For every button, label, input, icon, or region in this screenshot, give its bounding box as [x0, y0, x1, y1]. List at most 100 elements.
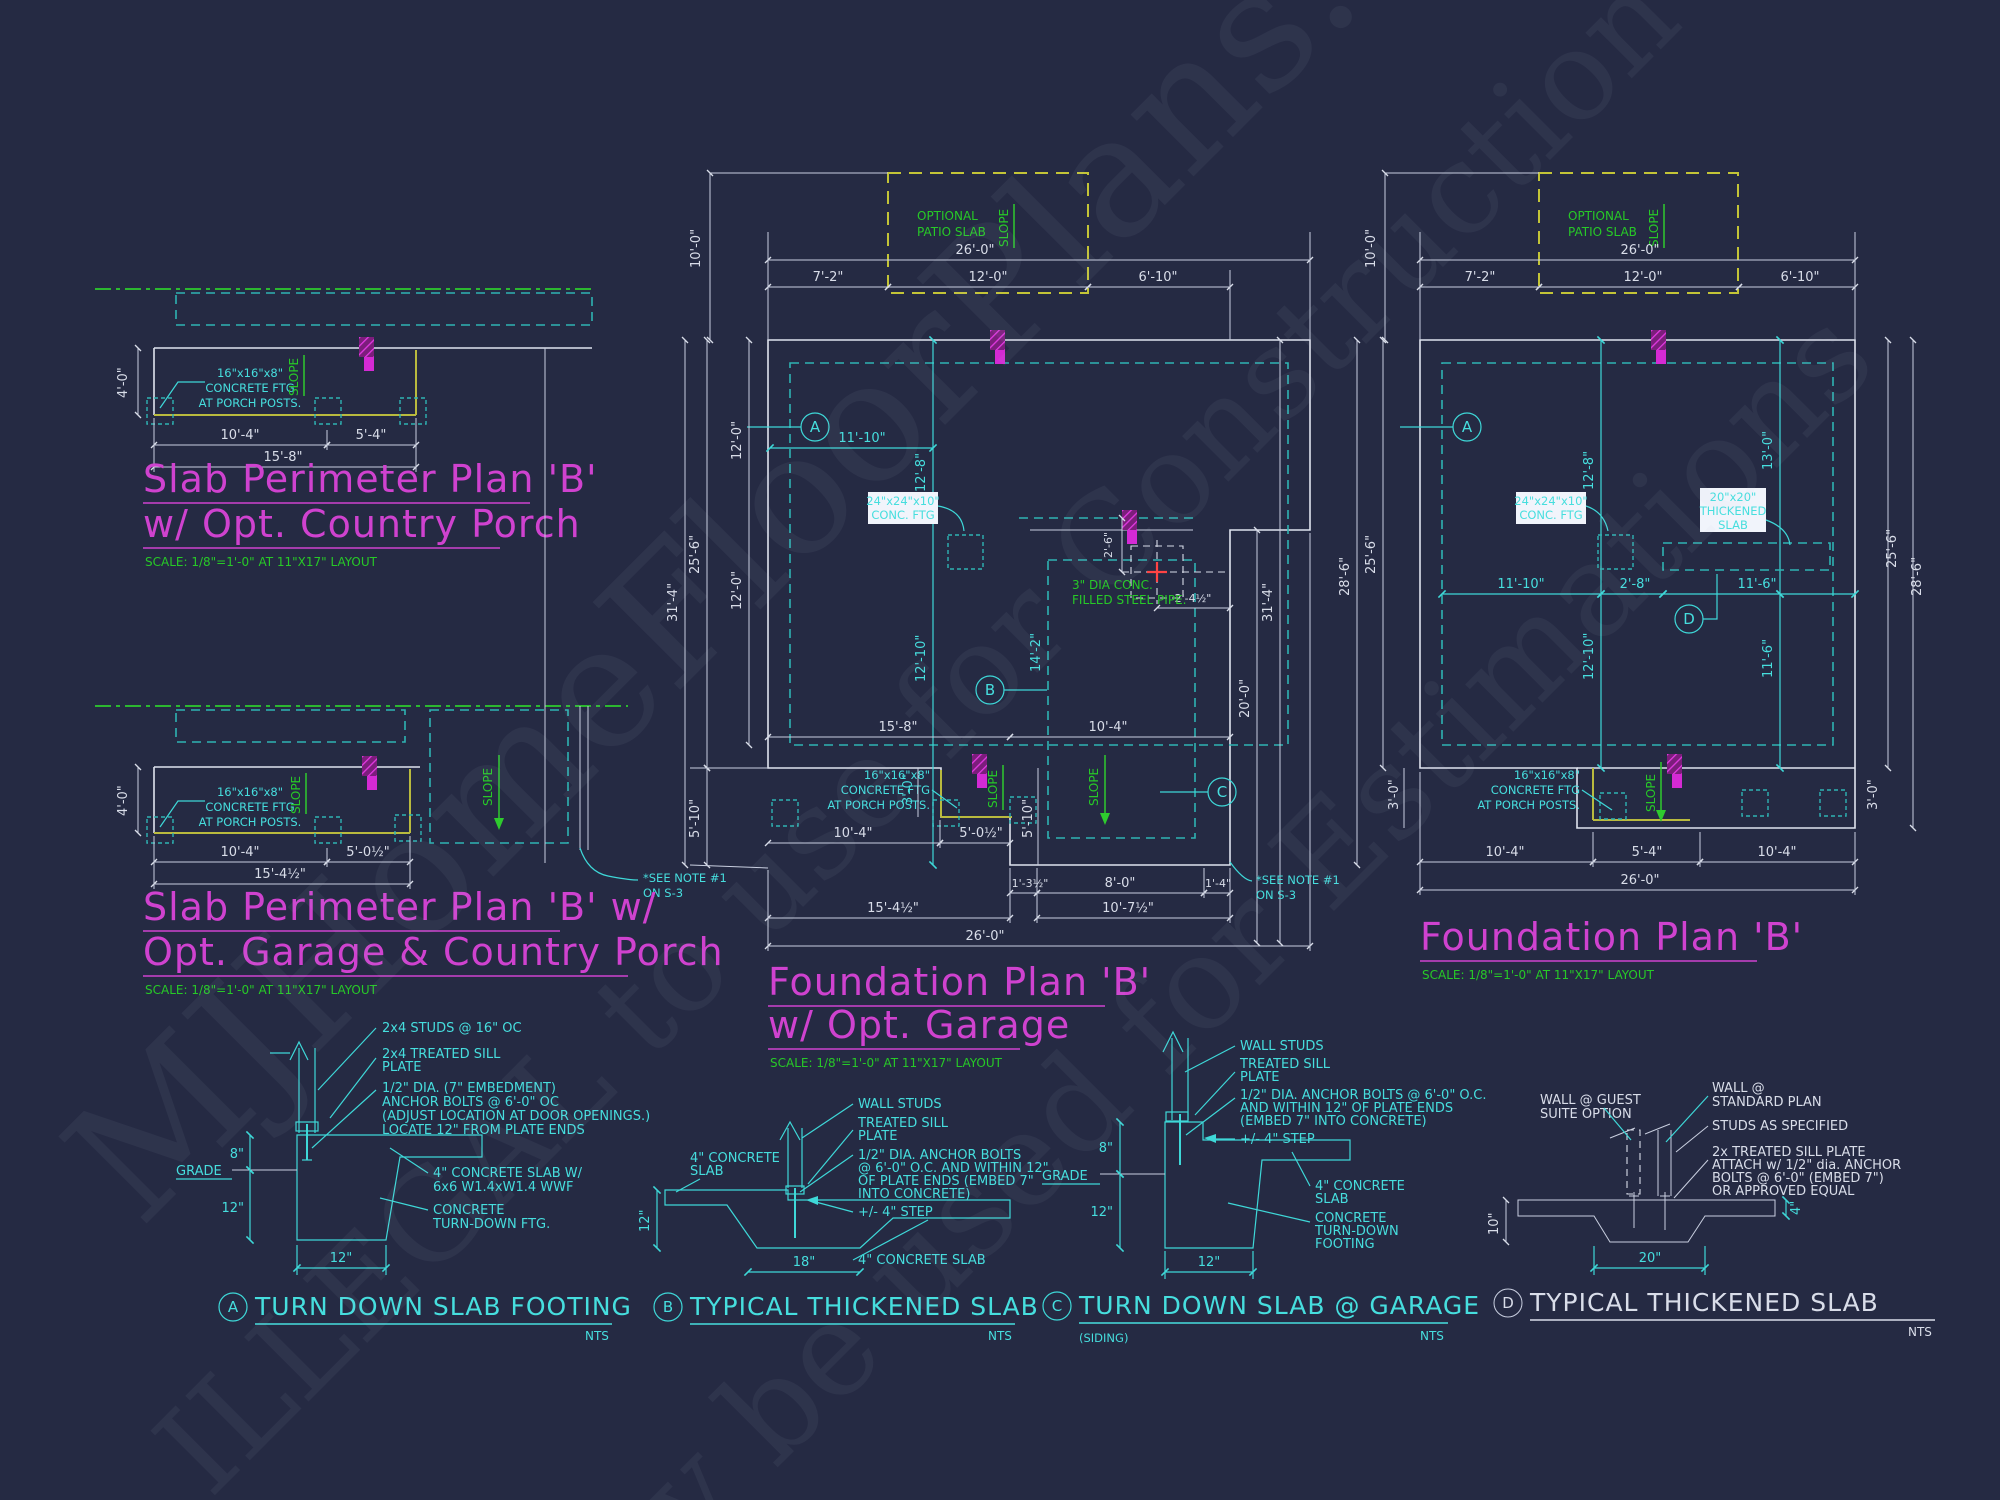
dim: 1'-3½": [1012, 877, 1049, 890]
detail-label: 4" CONCRETE SLAB W/: [433, 1166, 583, 1181]
dim: 26'-0": [965, 929, 1004, 944]
detail-label: @ 6'-0" O.C. AND WITHIN 12": [858, 1161, 1049, 1176]
detail-label: TREATED SILL: [1239, 1057, 1331, 1072]
ref-bubble-a: A: [1462, 418, 1473, 436]
thickened-slab-note: 20"x20": [1710, 490, 1757, 504]
dim: 10'-4": [833, 826, 872, 841]
see-note: *SEE NOTE #1: [1256, 873, 1340, 887]
svg-text:CONCRETE FTG: CONCRETE FTG: [841, 783, 930, 797]
detail-label: WALL @ GUEST: [1540, 1093, 1641, 1108]
dim: 12'-10": [914, 635, 929, 682]
slope-label: SLOPE: [481, 768, 495, 806]
dim: 28'-6": [1910, 557, 1925, 596]
dim: 10'-4": [220, 428, 259, 443]
dim: 4'-0": [116, 367, 131, 398]
dim: 11'-6": [1761, 639, 1776, 678]
detail-label: WALL STUDS: [1240, 1039, 1324, 1054]
svg-text:THICKENED: THICKENED: [1699, 504, 1767, 518]
nts-label: NTS: [1908, 1325, 1932, 1339]
nts-label: NTS: [988, 1329, 1012, 1343]
section-cut-marker: [359, 337, 374, 371]
conc-ftg-note: 24"x24"x10": [866, 494, 939, 508]
dim: 8'-0": [1105, 876, 1136, 891]
dim: 6'-10": [1138, 270, 1177, 285]
svg-text:SLAB: SLAB: [1718, 518, 1748, 532]
detail-label: PLATE: [858, 1129, 897, 1144]
ref-bubble-a: A: [810, 418, 821, 436]
dim: 5'-10": [1021, 799, 1036, 838]
detail-label: WALL @: [1712, 1081, 1765, 1096]
dim: 3'-0": [901, 774, 916, 805]
svg-text:AT PORCH POSTS.: AT PORCH POSTS.: [1477, 798, 1580, 812]
plan-foundation-garage: OPTIONAL PATIO SLAB SLOPE A B C 11'-10" …: [544, 169, 1340, 1070]
dim: 10'-0": [1364, 229, 1379, 268]
svg-text:CONC. FTG: CONC. FTG: [871, 508, 934, 522]
detail-label: 2x4 STUDS @ 16" OC: [382, 1021, 522, 1036]
detail-label: 2x4 TREATED SILL: [382, 1047, 501, 1062]
detail-ref: B: [663, 1298, 673, 1316]
detail-label: CONCRETE: [433, 1203, 505, 1218]
detail-label: (ADJUST LOCATION AT DOOR OPENINGS.): [382, 1109, 650, 1124]
svg-text:FILLED STEEL PIPE.: FILLED STEEL PIPE.: [1072, 593, 1186, 607]
detail-label: (EMBED 7" INTO CONCRETE): [1240, 1114, 1427, 1129]
grade-label: GRADE: [176, 1164, 222, 1179]
detail-label: 1/2" DIA. ANCHOR BOLTS: [858, 1148, 1021, 1163]
plan-title: Foundation Plan 'B': [768, 960, 1151, 1004]
dim: 13'-0": [1761, 431, 1776, 470]
plan-title: Slab Perimeter Plan 'B' w/: [143, 885, 657, 929]
slope-label: SLOPE: [1087, 768, 1101, 806]
detail-title: TURN DOWN SLAB FOOTING: [254, 1292, 632, 1321]
scale-note: SCALE: 1/8"=1'-0" AT 11"X17" LAYOUT: [1422, 968, 1655, 982]
see-note: *SEE NOTE #1: [643, 871, 727, 885]
dim: 12": [1198, 1255, 1221, 1270]
dim: 3'-0": [1866, 779, 1881, 810]
dim: 12'-0": [730, 571, 745, 610]
slope-label: SLOPE: [1644, 774, 1658, 812]
scale-note: SCALE: 1/8"=1'-0" AT 11"X17" LAYOUT: [145, 983, 378, 997]
dim: 12'-0": [1623, 270, 1662, 285]
dim: 12'-0": [730, 421, 745, 460]
dim: 10": [1487, 1212, 1502, 1235]
dim: 12": [1090, 1205, 1113, 1220]
dim: 11'-6": [1737, 577, 1776, 592]
detail-label: ANCHOR BOLTS @ 6'-0" OC: [382, 1095, 559, 1110]
dim: 8": [1099, 1141, 1113, 1156]
svg-text:CONCRETE FTG: CONCRETE FTG: [205, 800, 294, 814]
detail-label: WALL STUDS: [858, 1097, 942, 1112]
detail-turn-down-slab-footing: 2x4 STUDS @ 16" OC 2x4 TREATED SILL PLAT…: [176, 1021, 650, 1343]
ref-bubble-d: D: [1683, 610, 1695, 628]
dim: 2'-8": [1620, 577, 1651, 592]
plan-title: Slab Perimeter Plan 'B': [143, 457, 598, 501]
dim: 7'-2": [813, 270, 844, 285]
detail-label: 6x6 W1.4xW1.4 WWF: [433, 1180, 573, 1195]
dim: 18": [793, 1255, 816, 1270]
detail-title: TYPICAL THICKENED SLAB: [1529, 1288, 1879, 1317]
dim: 28'-6": [1338, 557, 1353, 596]
detail-label: 4" CONCRETE: [1315, 1179, 1405, 1194]
detail-label: SLAB: [690, 1164, 724, 1179]
dim: 20'-0": [1238, 679, 1253, 718]
detail-label: LOCATE 12" FROM PLATE ENDS: [382, 1123, 585, 1138]
svg-text:AT PORCH POSTS.: AT PORCH POSTS.: [199, 396, 302, 410]
slope-label: SLOPE: [986, 770, 1000, 808]
porch-footing-note: 16"x16"x8": [864, 768, 930, 782]
porch-footing-note: 16"x16"x8": [1514, 768, 1580, 782]
dim: 1'-4": [1205, 877, 1231, 890]
dim: 12'-10": [1582, 633, 1597, 680]
svg-text:PATIO SLAB: PATIO SLAB: [917, 225, 986, 239]
nts-label: NTS: [1420, 1329, 1444, 1343]
detail-label: 4" CONCRETE SLAB: [858, 1253, 986, 1268]
dim: 11'-10": [838, 431, 885, 446]
dim: 26'-0": [1620, 243, 1659, 258]
dim: 10'-4": [1757, 845, 1796, 860]
detail-label: STANDARD PLAN: [1712, 1095, 1822, 1110]
detail-label: TREATED SILL: [857, 1116, 949, 1131]
grade-label: GRADE: [1042, 1169, 1088, 1184]
svg-text:CONCRETE FTG: CONCRETE FTG: [205, 381, 294, 395]
porch-footing-note: 16"x16"x8": [217, 785, 283, 799]
ref-bubble-b: B: [985, 681, 995, 699]
slope-label: SLOPE: [289, 776, 303, 814]
detail-label: SUITE OPTION: [1540, 1107, 1632, 1122]
